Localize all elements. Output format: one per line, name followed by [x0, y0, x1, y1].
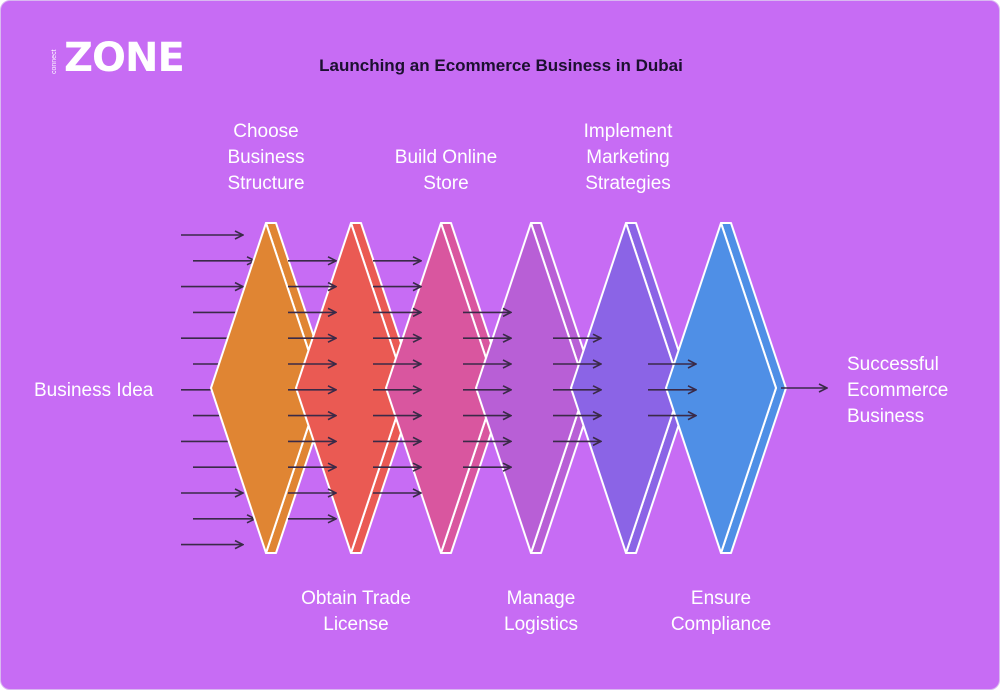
step-chevron-choose-business-structure [210, 222, 332, 554]
step-chevron-obtain-trade-license [295, 222, 417, 554]
steps-layer [210, 222, 787, 554]
step-chevron-face [475, 222, 587, 554]
step-chevron-face [295, 222, 407, 554]
flow-arrows-layer [288, 261, 827, 519]
step-label-build-online-store: Build Online Store [394, 147, 498, 194]
end-label: Successful Ecommerce Business [847, 354, 949, 427]
logo-main-text: ZONE [64, 35, 185, 81]
step-chevron-face [665, 222, 777, 554]
step-label-manage-logistics: Manage Logistics [504, 588, 578, 635]
step-label-choose-business-structure: Choose Business Structure [227, 121, 305, 194]
page-title: Launching an Ecommerce Business in Dubai [319, 56, 683, 75]
step-chevron-face [210, 222, 322, 554]
step-label-obtain-trade-license: Obtain Trade License [301, 588, 411, 635]
step-label-implement-marketing-strategies: Implement Marketing Strategies [583, 121, 673, 194]
step-chevron-face [570, 222, 682, 554]
connect-zone-logo: connect ZONE [51, 35, 185, 81]
step-chevron-ensure-compliance [665, 222, 787, 554]
start-label: Business Idea [34, 380, 154, 401]
step-label-ensure-compliance: Ensure Compliance [670, 588, 772, 635]
